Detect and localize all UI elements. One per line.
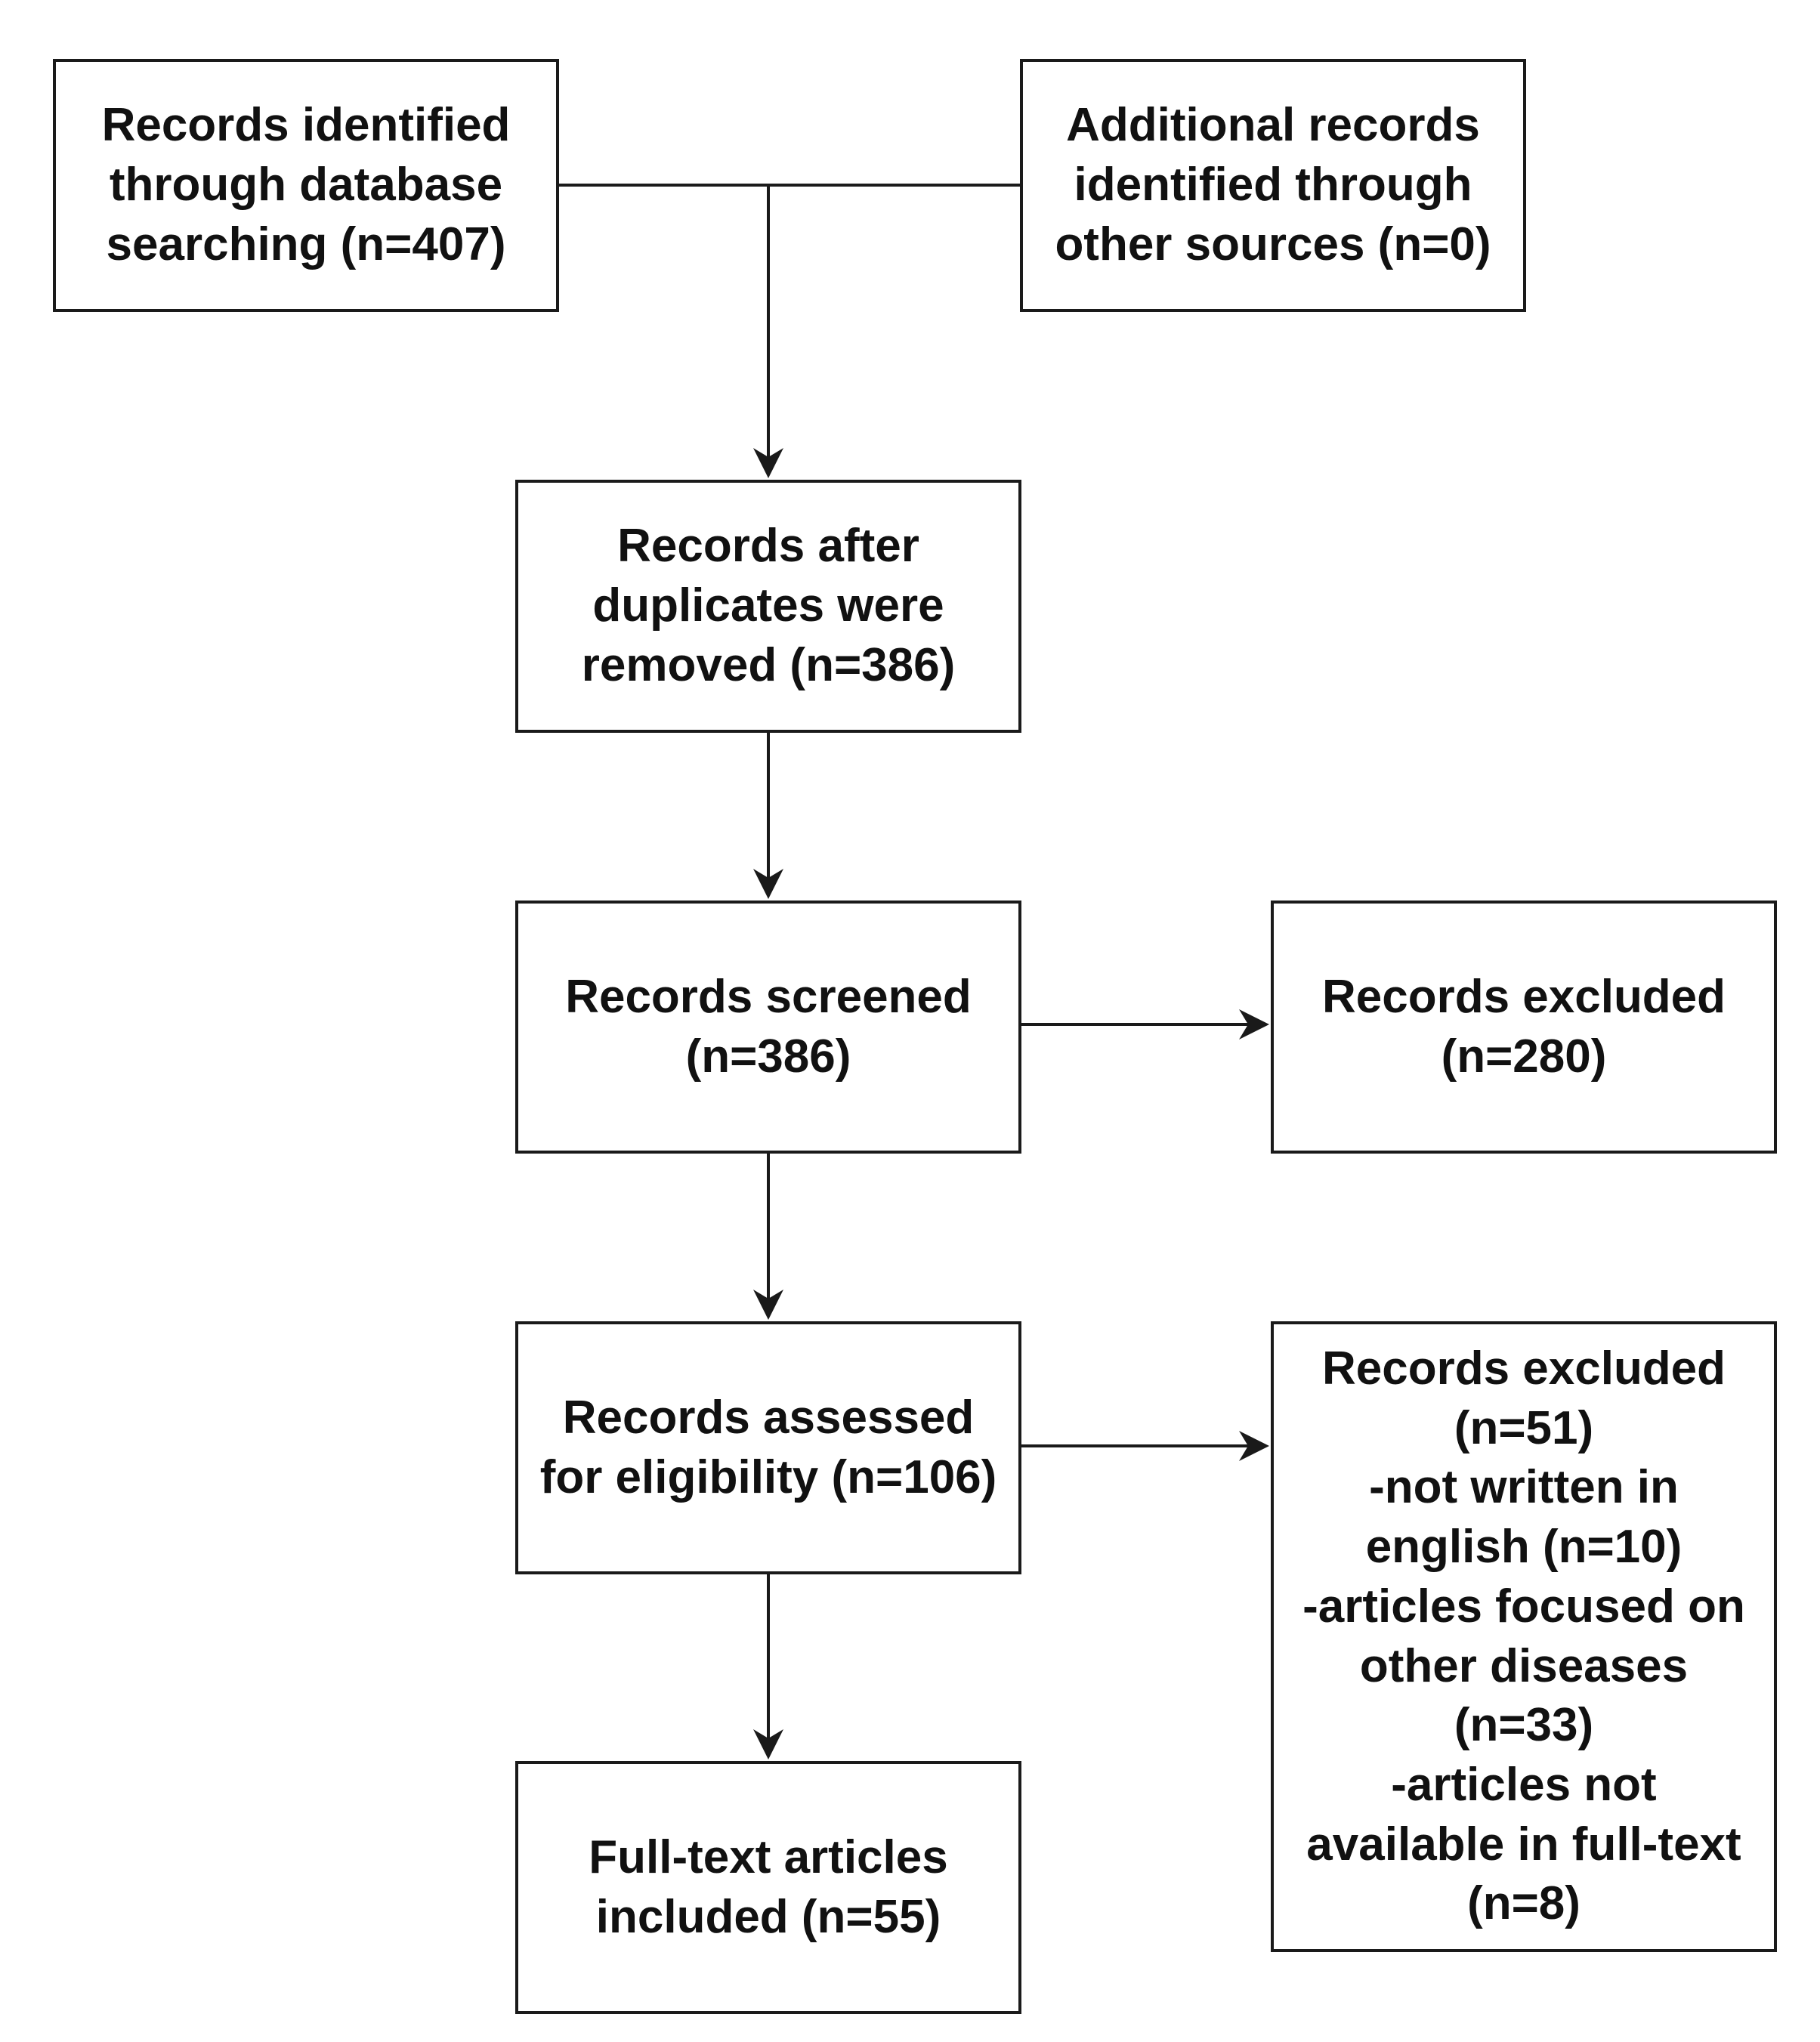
- box-text-line: (n=8): [1467, 1877, 1581, 1930]
- box-text-line: removed (n=386): [581, 638, 956, 691]
- box-text-line: Records assessed: [562, 1391, 975, 1444]
- box-text-line: -articles focused on: [1302, 1580, 1745, 1633]
- box-text-line: other diseases: [1359, 1639, 1689, 1692]
- box-text-line: identified through: [1074, 159, 1472, 212]
- box-text-line: Records identified: [101, 99, 511, 152]
- box-text-line: -not written in: [1369, 1461, 1679, 1514]
- box-records-screened: Records screened (n=386): [515, 901, 1021, 1154]
- box-records-identified-database: Records identified through database sear…: [53, 59, 559, 312]
- box-text-line: available in full-text: [1306, 1818, 1741, 1871]
- box-records-assessed-eligibility: Records assessed for eligibility (n=106): [515, 1321, 1021, 1574]
- box-text-line: included (n=55): [595, 1890, 941, 1943]
- box-records-excluded-eligibility: Records excluded (n=51) -not written in …: [1271, 1321, 1777, 1952]
- box-full-text-articles-included: Full-text articles included (n=55): [515, 1761, 1021, 2014]
- box-text-line: Additional records: [1066, 99, 1480, 152]
- box-text-line: duplicates were: [592, 579, 944, 632]
- box-text-line: -articles not: [1391, 1758, 1657, 1811]
- box-additional-records-other-sources: Additional records identified through ot…: [1020, 59, 1526, 312]
- box-text-line: (n=33): [1454, 1699, 1594, 1752]
- box-records-after-duplicates-removed: Records after duplicates were removed (n…: [515, 480, 1021, 733]
- box-text-line: Full-text articles: [589, 1830, 948, 1883]
- box-text-line: (n=280): [1441, 1030, 1607, 1083]
- box-text-line: english (n=10): [1365, 1521, 1682, 1574]
- box-text-line: other sources (n=0): [1055, 218, 1491, 270]
- box-text-line: Records after: [617, 520, 919, 573]
- box-text-line: searching (n=407): [106, 218, 506, 270]
- box-text-line: Records excluded: [1321, 970, 1726, 1023]
- box-text-line: for eligibility (n=106): [539, 1450, 997, 1503]
- box-text-line: through database: [109, 159, 503, 212]
- box-text-line: (n=51): [1454, 1401, 1594, 1454]
- box-text-line: Records excluded: [1321, 1342, 1726, 1395]
- box-text-line: Records screened: [565, 970, 972, 1023]
- box-text-line: (n=386): [685, 1030, 851, 1083]
- box-records-excluded-screening: Records excluded (n=280): [1271, 901, 1777, 1154]
